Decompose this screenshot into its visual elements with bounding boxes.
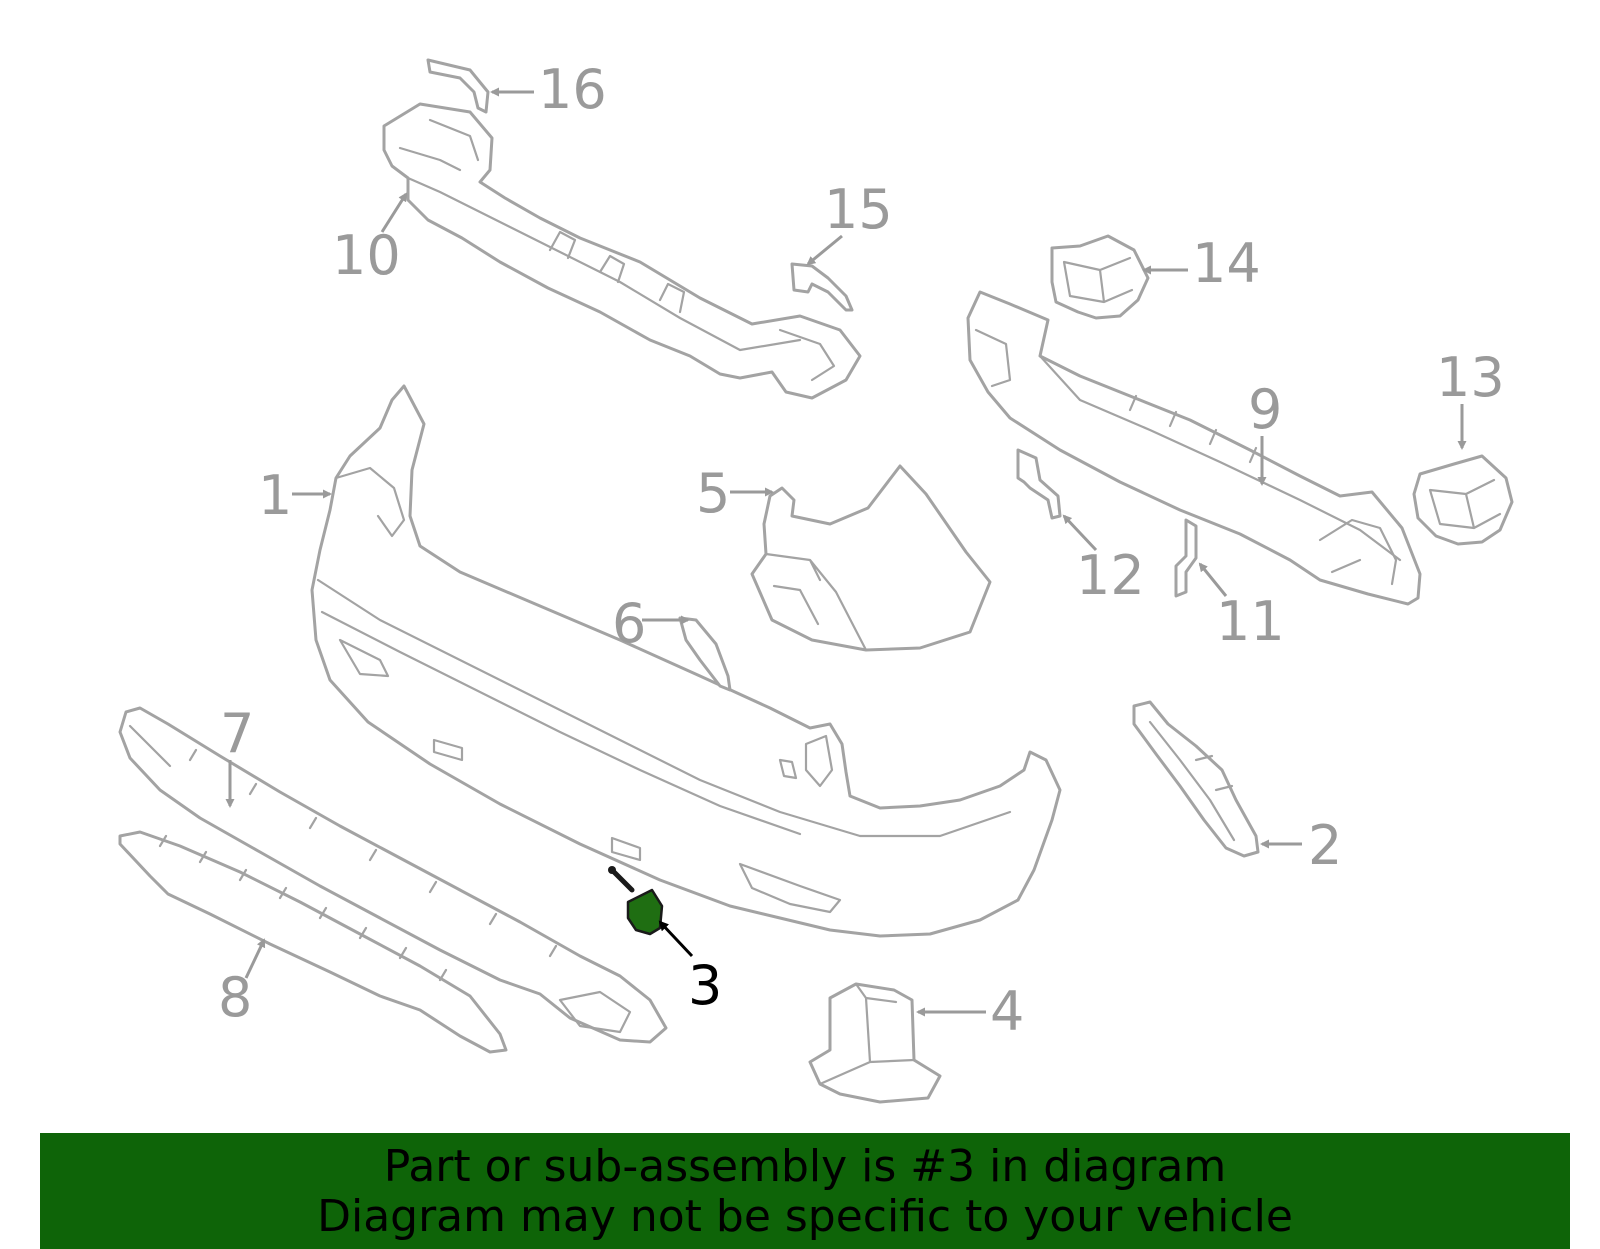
part-11-bracket bbox=[1174, 518, 1198, 598]
part-3-sensor bbox=[608, 866, 664, 936]
banner-part-line: Part or sub-assembly is #3 in diagram bbox=[383, 1141, 1227, 1192]
callout-8: 8 bbox=[218, 966, 252, 1029]
part-2-bracket bbox=[1132, 700, 1260, 858]
part-16-bracket bbox=[426, 58, 490, 114]
info-banner: Part or sub-assembly is #3 in diagram Di… bbox=[40, 1133, 1570, 1249]
callout-7: 7 bbox=[220, 702, 254, 765]
callout-13: 13 bbox=[1436, 346, 1505, 409]
callout-4: 4 bbox=[990, 980, 1024, 1043]
part-12-bracket bbox=[1016, 448, 1062, 520]
part-13-mount bbox=[1412, 454, 1514, 546]
part-1-bumper-cover bbox=[310, 384, 1062, 938]
callout-2: 2 bbox=[1308, 814, 1342, 877]
part-10-upper-reinforcement bbox=[382, 102, 862, 400]
callout-3: 3 bbox=[688, 954, 722, 1017]
part-6-trim bbox=[678, 616, 732, 692]
callout-10: 10 bbox=[332, 224, 401, 287]
part-5-reflector bbox=[750, 464, 992, 652]
callout-6: 6 bbox=[612, 592, 646, 655]
part-9-lower-reinforcement bbox=[966, 290, 1422, 606]
callout-labels: 1 2 3 4 5 6 7 8 9 10 11 12 13 14 15 16 bbox=[218, 58, 1505, 1043]
callout-15: 15 bbox=[824, 178, 893, 241]
callout-1: 1 bbox=[258, 464, 292, 527]
banner-disclaimer-line: Diagram may not be specific to your vehi… bbox=[317, 1191, 1293, 1242]
callout-9: 9 bbox=[1248, 378, 1282, 441]
part-14-mount bbox=[1050, 234, 1150, 320]
leader-lines bbox=[225, 87, 1467, 1017]
part-7-molding bbox=[118, 706, 668, 1044]
part-4-bracket bbox=[808, 982, 942, 1104]
callout-14: 14 bbox=[1192, 232, 1261, 295]
callout-16: 16 bbox=[538, 58, 607, 121]
callout-12: 12 bbox=[1076, 544, 1145, 607]
callout-5: 5 bbox=[696, 462, 730, 525]
part-15-bracket bbox=[790, 262, 854, 312]
callout-11: 11 bbox=[1216, 590, 1285, 653]
part-8-molding bbox=[118, 830, 508, 1054]
